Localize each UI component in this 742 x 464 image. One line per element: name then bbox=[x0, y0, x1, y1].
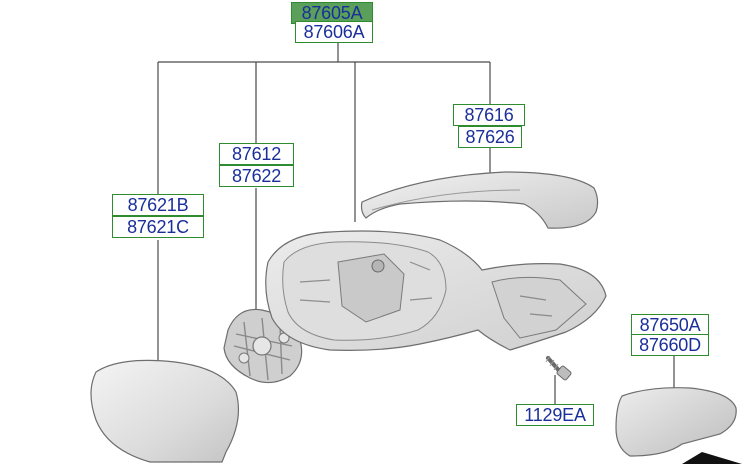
label-actuator-rh: 87622 bbox=[219, 165, 294, 187]
side-repeater-lamp-part bbox=[615, 387, 737, 457]
label-assembly-rh: 87606A bbox=[295, 21, 373, 43]
label-actuator-lh: 87612 bbox=[219, 143, 294, 165]
label-glass-lh: 87621B bbox=[112, 194, 204, 216]
screw-part bbox=[545, 355, 572, 381]
direction-arrow-icon bbox=[682, 452, 742, 464]
label-screw: 1129EA bbox=[516, 404, 594, 426]
leader-lines bbox=[157, 40, 675, 404]
scalp-cover-part bbox=[360, 171, 599, 229]
label-cover-rh: 87626 bbox=[458, 126, 522, 148]
label-lamp-lh: 87650A bbox=[631, 314, 709, 336]
mirror-housing-part bbox=[265, 230, 607, 351]
mirror-glass-part bbox=[90, 359, 240, 463]
label-glass-rh: 87621C bbox=[112, 216, 204, 238]
label-lamp-rh: 87660D bbox=[631, 334, 709, 356]
label-cover-lh: 87616 bbox=[453, 104, 525, 126]
